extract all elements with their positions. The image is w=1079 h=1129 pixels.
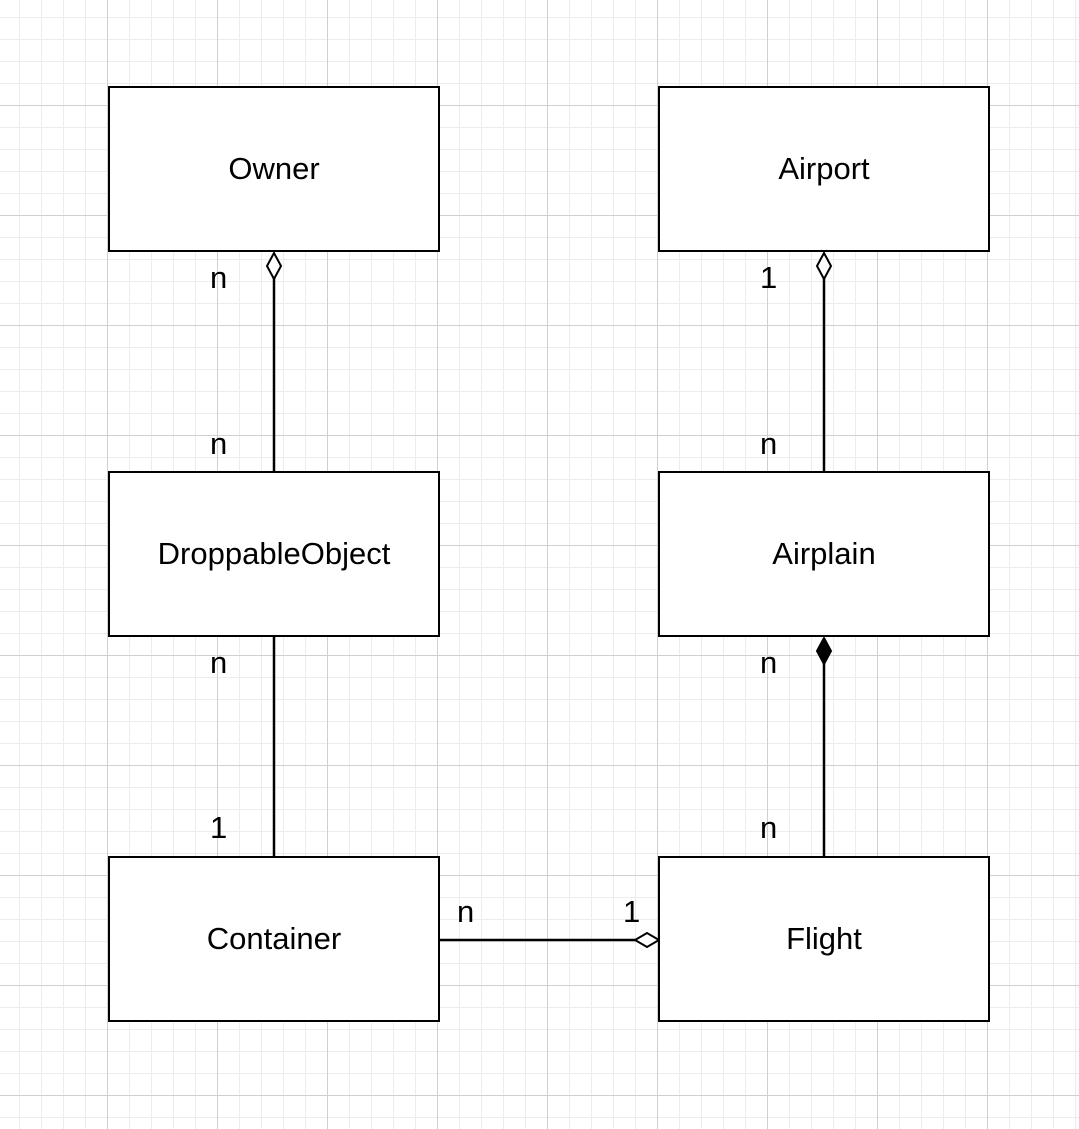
aggregation-diamond-flight xyxy=(633,931,661,949)
entity-flight[interactable]: Flight xyxy=(658,856,990,1022)
multiplicity-container-top-end: 1 xyxy=(210,810,228,845)
multiplicity-container-right-end: n xyxy=(457,894,475,929)
entity-owner[interactable]: Owner xyxy=(108,86,440,252)
multiplicity-airplain-bottom-end: n xyxy=(760,645,778,680)
multiplicity-airport-end: 1 xyxy=(760,260,778,295)
composition-diamond-airplain xyxy=(815,635,833,667)
multiplicity-flight-left-end: 1 xyxy=(623,894,641,929)
multiplicity-flight-top-end: n xyxy=(760,810,778,845)
aggregation-diamond-owner xyxy=(265,250,283,282)
aggregation-diamond-airport xyxy=(815,250,833,282)
entity-airplain[interactable]: Airplain xyxy=(658,471,990,637)
multiplicity-airplain-top-end: n xyxy=(760,426,778,461)
multiplicity-droppable-bottom-end: n xyxy=(210,645,228,680)
entity-container[interactable]: Container xyxy=(108,856,440,1022)
entity-airport[interactable]: Airport xyxy=(658,86,990,252)
multiplicity-droppable-top-end: n xyxy=(210,426,228,461)
multiplicity-owner-end: n xyxy=(210,260,228,295)
entity-droppable-object[interactable]: DroppableObject xyxy=(108,471,440,637)
